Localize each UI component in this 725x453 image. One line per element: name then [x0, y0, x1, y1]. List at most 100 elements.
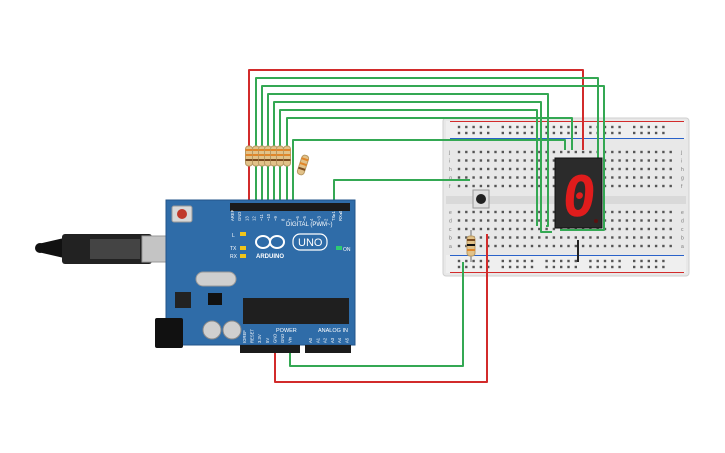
breadboard-hole[interactable]: [552, 176, 556, 179]
breadboard-hole[interactable]: [640, 236, 643, 239]
breadboard-hole[interactable]: [487, 227, 490, 231]
breadboard-hole[interactable]: [494, 244, 497, 248]
breadboard-hole[interactable]: [596, 236, 599, 239]
breadboard-hole[interactable]: [479, 219, 483, 222]
rail-hole[interactable]: [479, 131, 483, 135]
breadboard-hole[interactable]: [457, 236, 461, 239]
resistor-bank[interactable]: [245, 145, 310, 176]
breadboard-hole[interactable]: [501, 227, 504, 231]
breadboard-hole[interactable]: [669, 159, 672, 162]
breadboard-hole[interactable]: [479, 227, 483, 231]
breadboard-hole[interactable]: [487, 159, 490, 162]
rail-hole[interactable]: [465, 125, 468, 129]
breadboard-hole[interactable]: [538, 159, 541, 162]
breadboard-hole[interactable]: [662, 184, 665, 188]
breadboard-hole[interactable]: [596, 244, 599, 248]
rail-hole[interactable]: [479, 125, 483, 129]
breadboard-hole[interactable]: [538, 236, 541, 239]
rail-hole[interactable]: [574, 265, 577, 269]
breadboard-hole[interactable]: [560, 150, 563, 154]
rail-hole[interactable]: [611, 131, 614, 135]
breadboard-hole[interactable]: [633, 159, 636, 162]
breadboard-hole[interactable]: [640, 184, 643, 188]
rail-hole[interactable]: [567, 265, 570, 269]
breadboard-hole[interactable]: [472, 227, 475, 231]
breadboard-hole[interactable]: [538, 244, 541, 248]
breadboard-hole[interactable]: [457, 176, 461, 179]
breadboard-hole[interactable]: [479, 210, 483, 214]
breadboard-hole[interactable]: [501, 184, 504, 188]
breadboard-hole[interactable]: [487, 176, 490, 179]
rail-hole[interactable]: [574, 259, 577, 263]
breadboard-hole[interactable]: [581, 236, 585, 239]
breadboard-hole[interactable]: [465, 244, 468, 248]
breadboard-hole[interactable]: [487, 184, 490, 188]
analog-header[interactable]: [305, 345, 351, 353]
breadboard-hole[interactable]: [523, 219, 526, 222]
rail-hole[interactable]: [611, 265, 614, 269]
breadboard-hole[interactable]: [633, 176, 636, 179]
breadboard-hole[interactable]: [516, 159, 519, 162]
rail-hole[interactable]: [560, 125, 563, 129]
breadboard-hole[interactable]: [538, 219, 541, 222]
breadboard-hole[interactable]: [618, 159, 621, 162]
breadboard-hole[interactable]: [669, 227, 672, 231]
rail-hole[interactable]: [560, 259, 563, 263]
rail-hole[interactable]: [523, 265, 526, 269]
breadboard-hole[interactable]: [538, 150, 541, 154]
resistor[interactable]: [276, 145, 284, 167]
rail-hole[interactable]: [560, 265, 563, 269]
breadboard-hole[interactable]: [508, 184, 512, 188]
rail-hole[interactable]: [647, 125, 650, 129]
rail-hole[interactable]: [567, 259, 570, 263]
rail-hole[interactable]: [472, 125, 475, 129]
breadboard-hole[interactable]: [487, 167, 490, 171]
breadboard-hole[interactable]: [516, 227, 519, 231]
breadboard-hole[interactable]: [501, 244, 504, 248]
rail-hole[interactable]: [516, 125, 519, 129]
breadboard-hole[interactable]: [633, 227, 636, 231]
breadboard-hole[interactable]: [611, 210, 614, 214]
rail-hole[interactable]: [487, 265, 490, 269]
breadboard-hole[interactable]: [625, 159, 629, 162]
breadboard-hole[interactable]: [508, 219, 512, 222]
rail-hole[interactable]: [603, 265, 607, 269]
breadboard-hole[interactable]: [611, 184, 614, 188]
rail-hole[interactable]: [662, 131, 665, 135]
rail-hole[interactable]: [516, 259, 519, 263]
rail-hole[interactable]: [472, 131, 475, 135]
rail-hole[interactable]: [552, 131, 556, 135]
breadboard-hole[interactable]: [479, 150, 483, 154]
breadboard-hole[interactable]: [647, 176, 650, 179]
breadboard-hole[interactable]: [669, 167, 672, 171]
breadboard-hole[interactable]: [647, 184, 650, 188]
breadboard-hole[interactable]: [494, 219, 497, 222]
breadboard-hole[interactable]: [552, 210, 556, 214]
breadboard-hole[interactable]: [640, 227, 643, 231]
breadboard-hole[interactable]: [465, 176, 468, 179]
breadboard-hole[interactable]: [501, 176, 504, 179]
breadboard-hole[interactable]: [508, 244, 512, 248]
breadboard-hole[interactable]: [479, 244, 483, 248]
rail-hole[interactable]: [501, 265, 504, 269]
breadboard-hole[interactable]: [465, 219, 468, 222]
breadboard-hole[interactable]: [457, 184, 461, 188]
breadboard-hole[interactable]: [479, 184, 483, 188]
breadboard-hole[interactable]: [625, 150, 629, 154]
breadboard-hole[interactable]: [508, 210, 512, 214]
breadboard-hole[interactable]: [523, 176, 526, 179]
breadboard-hole[interactable]: [538, 184, 541, 188]
breadboard-hole[interactable]: [633, 150, 636, 154]
breadboard-hole[interactable]: [545, 244, 548, 248]
breadboard-hole[interactable]: [530, 176, 534, 179]
breadboard-hole[interactable]: [523, 184, 526, 188]
rail-hole[interactable]: [640, 125, 643, 129]
rail-hole[interactable]: [567, 125, 570, 129]
breadboard-hole[interactable]: [508, 176, 512, 179]
breadboard-hole[interactable]: [538, 167, 541, 171]
rail-hole[interactable]: [508, 125, 512, 129]
breadboard-hole[interactable]: [494, 159, 497, 162]
rail-hole[interactable]: [457, 265, 461, 269]
breadboard-hole[interactable]: [618, 184, 621, 188]
breadboard-hole[interactable]: [611, 219, 614, 222]
